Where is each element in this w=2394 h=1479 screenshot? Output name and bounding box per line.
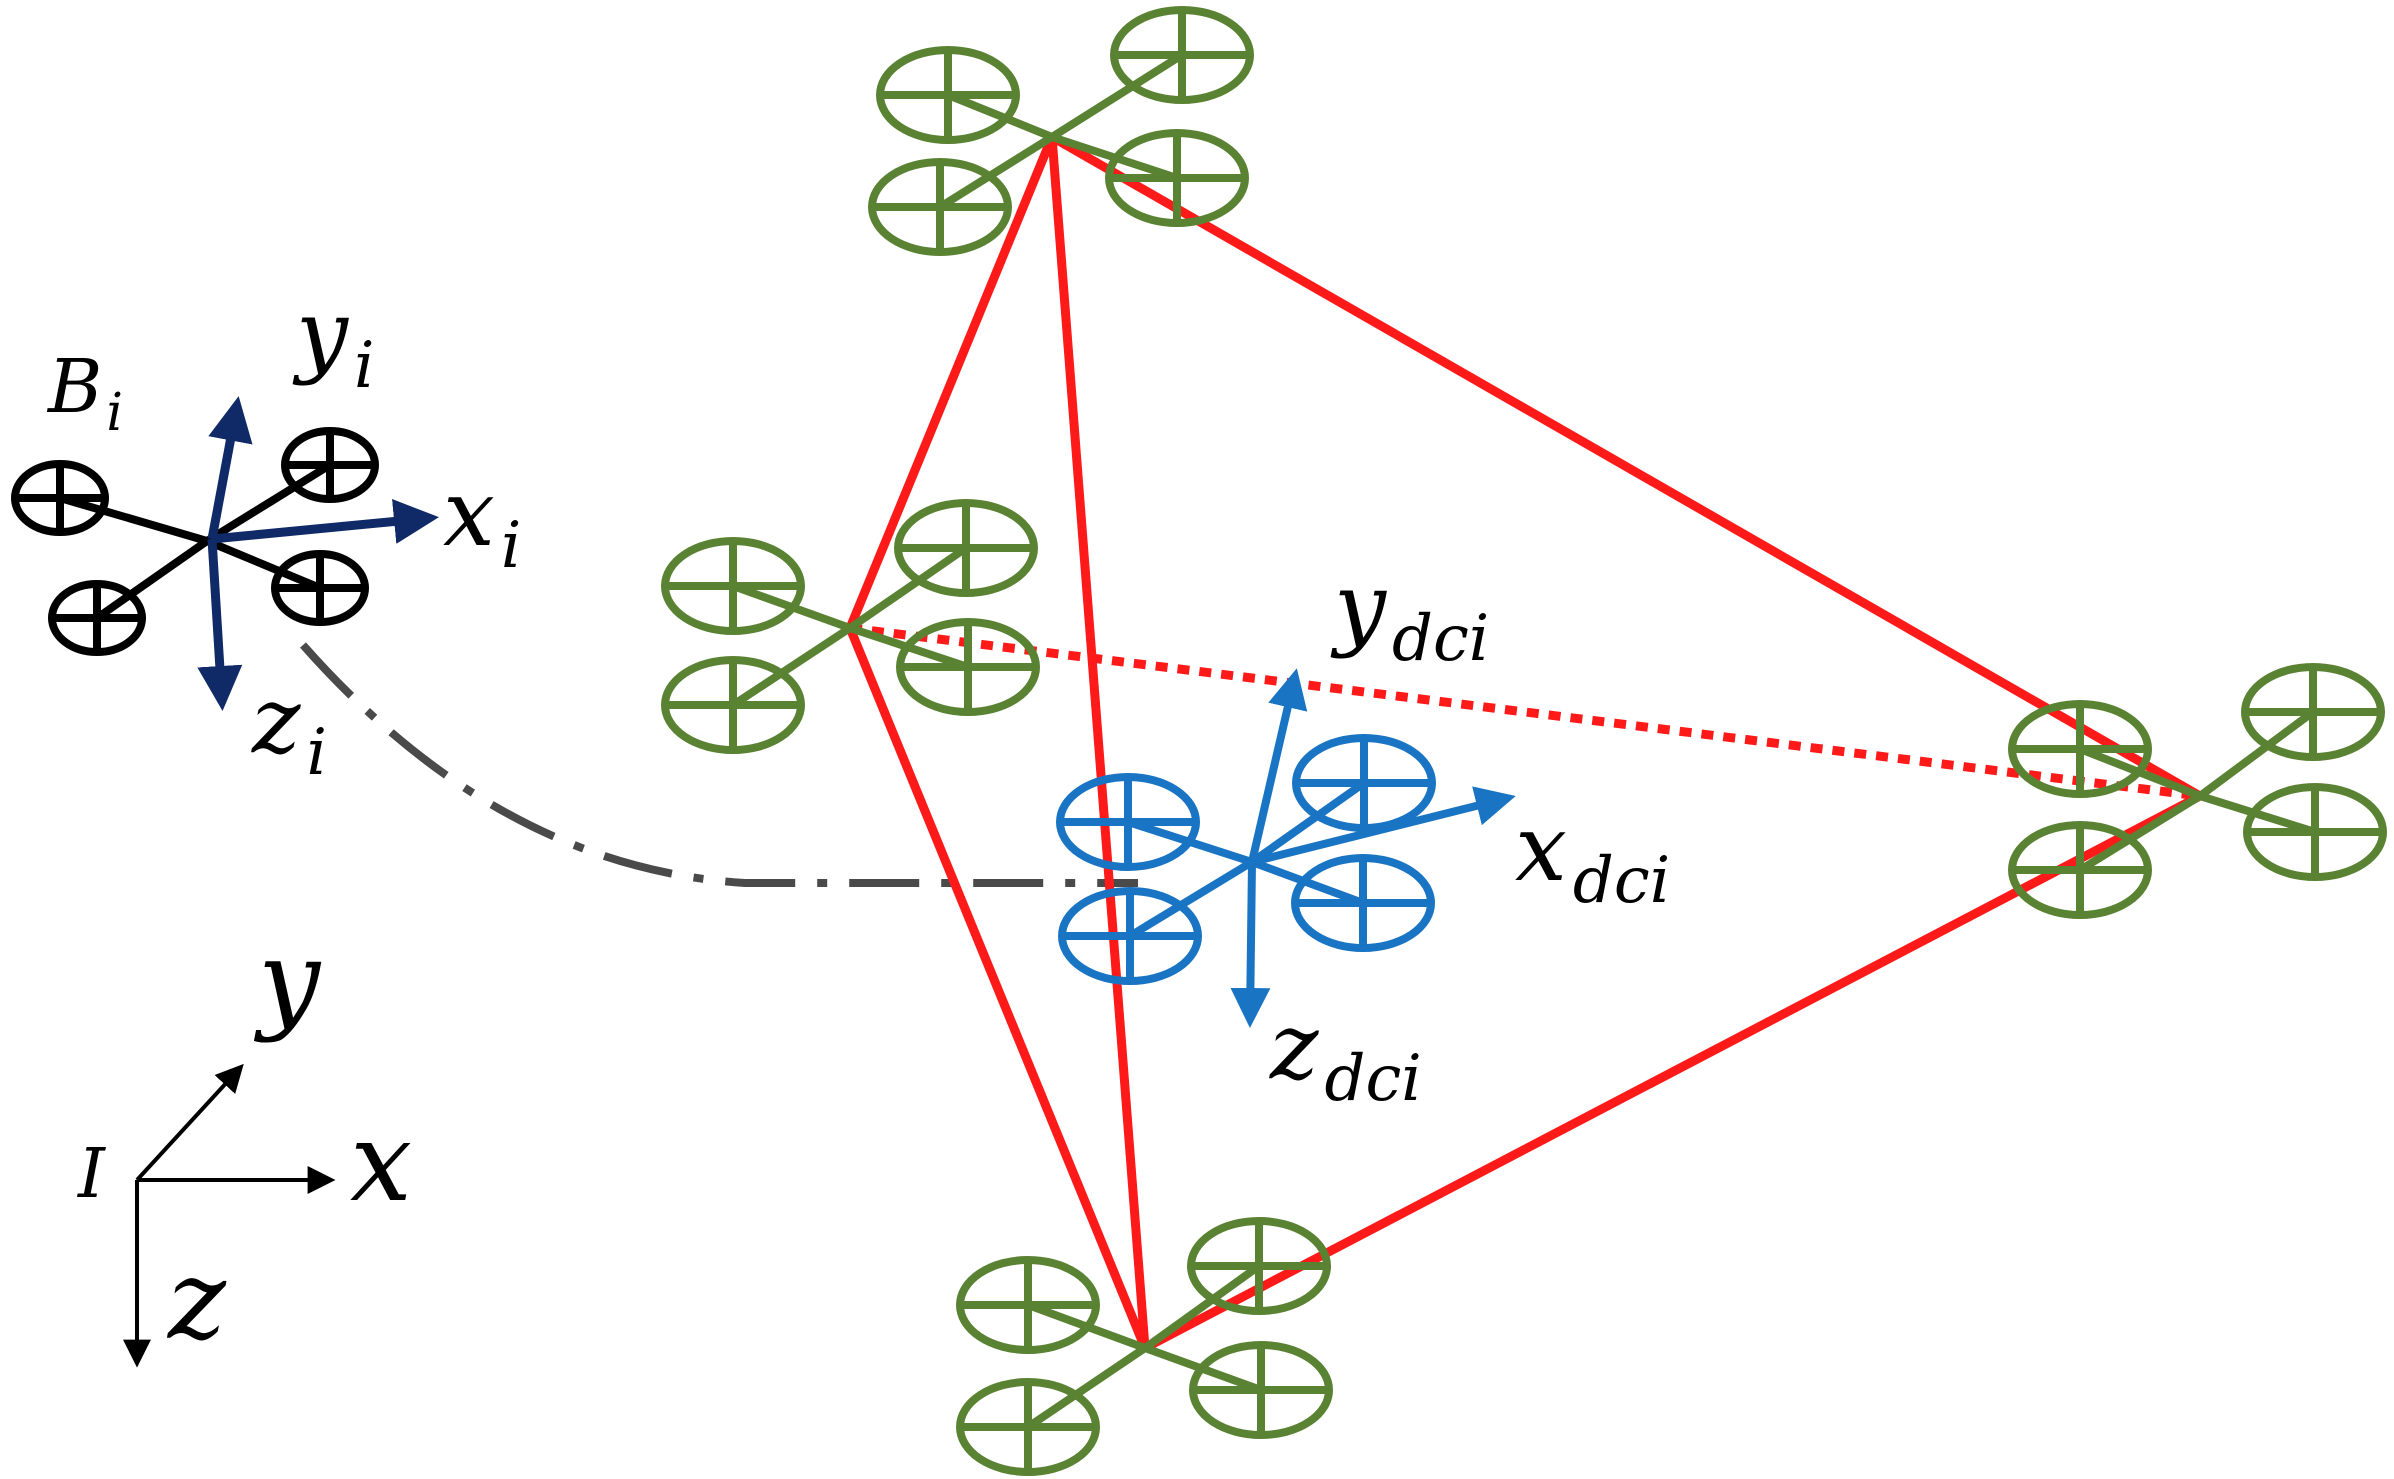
rotor-crosshair-icon [1189, 1341, 1333, 1439]
edge-bottom-right [1140, 791, 2205, 1353]
rotor-crosshair-icon [1187, 1217, 1331, 1315]
labels: Bi yi xi zi ydci xdci zdci I x y z [46, 280, 1670, 1364]
drone-arm [204, 461, 333, 545]
rotor-crosshair-icon [1292, 734, 1436, 832]
drone-arm [1249, 779, 1367, 866]
follower-drone-right [2008, 663, 2387, 919]
agent-drone [11, 427, 379, 656]
desired-z-axis [1230, 861, 1271, 1028]
desired-drone [1056, 734, 1436, 985]
desired-x-axis [1251, 786, 1516, 866]
formation-edges [845, 132, 2205, 1353]
drone-arm [1142, 1262, 1262, 1352]
drone-arm [730, 624, 853, 709]
desired-y-label: ydci [1330, 553, 1489, 676]
edge-top-left [845, 132, 1057, 633]
rotor-crosshair-icon [2243, 783, 2387, 881]
rotor-crosshair-icon [271, 550, 369, 626]
edge-left-right-hidden [849, 623, 2201, 801]
desired-x-label: xdci [1515, 795, 1670, 918]
drone-arm [1049, 51, 1185, 141]
rotor-crosshair-icon [1110, 6, 1254, 104]
rotor-crosshair-icon [894, 499, 1038, 597]
rotor-crosshair-icon [11, 460, 109, 536]
body-x-label: xi [443, 460, 521, 583]
body-frame-label: Bi [46, 344, 123, 443]
rotor-crosshair-icon [956, 1256, 1100, 1354]
inertial-x-label: x [350, 1098, 412, 1226]
body-z-axis [197, 538, 243, 711]
drone-arm [847, 544, 969, 632]
drone-arm [946, 91, 1054, 141]
follower-drone-left [661, 499, 1040, 754]
edge-left-bottom [845, 623, 1150, 1353]
drone-arm [94, 537, 210, 622]
body-x-axis [211, 499, 439, 544]
body-frame-axes [197, 396, 439, 711]
drone-arm [1025, 1344, 1148, 1431]
rotor-crosshair-icon [1058, 887, 1202, 985]
rotor-crosshair-icon [2008, 700, 2152, 798]
inertial-y-label: y [253, 916, 322, 1044]
drone-arm [205, 537, 322, 592]
follower-drone-top [868, 6, 1254, 256]
rotor-crosshair-icon [896, 618, 1040, 716]
rotor-crosshair-icon [956, 1378, 1100, 1476]
drone-arm [58, 494, 209, 545]
inertial-y-axis [135, 1063, 244, 1182]
rotor-crosshair-icon [876, 46, 1020, 144]
rotor-crosshair-icon [868, 158, 1012, 256]
inertial-frame-axes [123, 1063, 336, 1368]
drone-arm [937, 133, 1055, 211]
rotor-crosshair-icon [2008, 821, 2152, 919]
desired-z-label: zdci [1269, 993, 1422, 1116]
rotor-crosshair-icon [1291, 854, 1435, 952]
drone-arm [2077, 792, 2203, 874]
trajectory-path [300, 642, 1138, 887]
rotor-crosshair-icon [281, 427, 379, 503]
desired-y-axis [1248, 668, 1308, 863]
inertial-z-label: z [166, 1236, 227, 1364]
rotor-crosshair-icon [48, 580, 146, 656]
inertial-origin-label: I [76, 1135, 106, 1214]
rotor-crosshair-icon [1056, 773, 1200, 871]
rotor-crosshair-icon [661, 656, 805, 754]
body-z-label: zi [251, 667, 327, 790]
drone-arm [2197, 708, 2316, 800]
rotor-crosshair-icon [661, 537, 805, 635]
rotor-crosshair-icon [1105, 129, 1249, 227]
drones [11, 6, 2387, 1476]
rotor-crosshair-icon [2241, 663, 2385, 761]
body-y-label: yi [292, 280, 374, 403]
body-y-axis [207, 396, 253, 540]
desired-frame-axes [1230, 668, 1516, 1028]
edge-top-right [1047, 132, 2205, 801]
follower-drone-bottom [956, 1217, 1333, 1476]
edge-top-bottom [1047, 132, 1150, 1353]
drone-arm [1127, 858, 1255, 940]
drone-arm [2198, 792, 2317, 836]
